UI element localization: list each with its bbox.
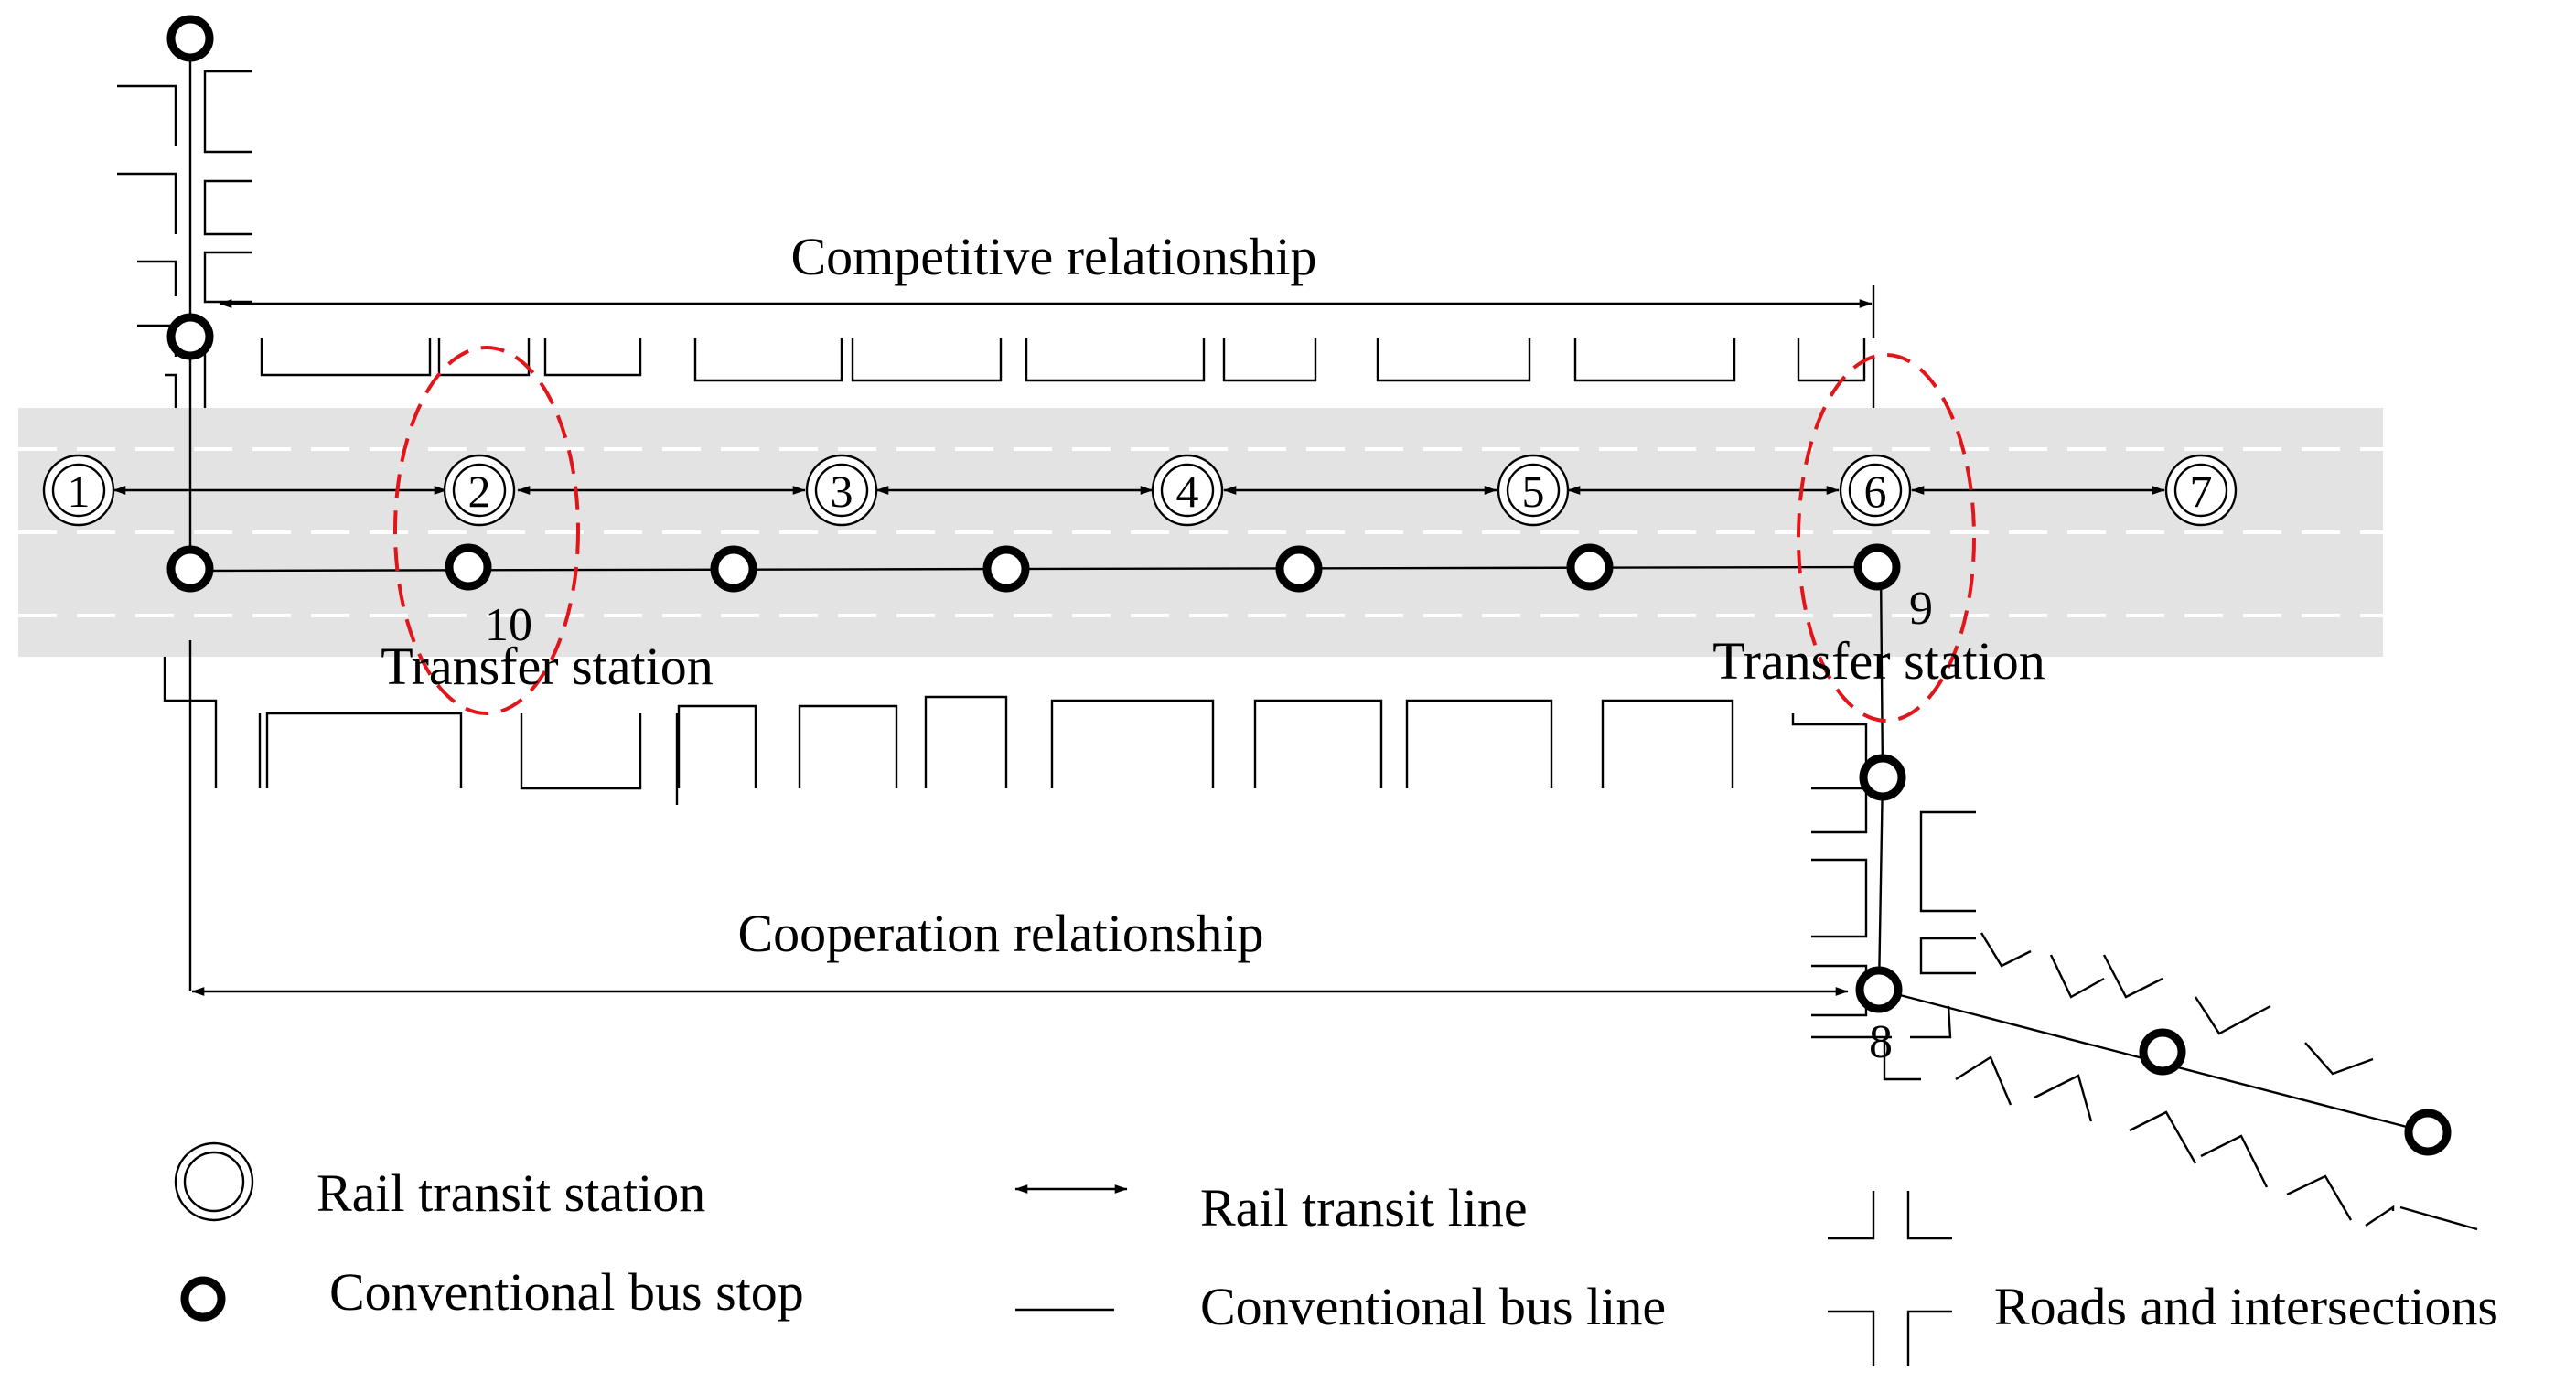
rail-station-1 <box>42 454 115 527</box>
rail-station-numbers: 1 2 3 4 5 6 7 <box>68 466 2213 517</box>
legend-bus-stop-symbol <box>180 1276 226 1322</box>
bus-stop <box>1859 754 1906 801</box>
legend: Rail transit station Conventional bus st… <box>174 1141 2498 1366</box>
bus-stop <box>445 543 492 591</box>
transfer-station-label-right: Transfer station <box>1712 631 2045 691</box>
bus-line-right-vertical <box>1879 566 1884 777</box>
cooperation-dimension <box>188 640 1849 996</box>
lane-markings <box>18 447 2383 617</box>
bus-stop <box>166 15 214 62</box>
rail-station-3-number: 3 <box>831 466 853 517</box>
bus-stop <box>710 545 757 593</box>
rail-stations <box>42 454 2238 527</box>
transfer-highlight-right <box>1797 353 1976 723</box>
transfer-highlight-left <box>393 346 580 715</box>
bus-stop <box>2404 1109 2452 1156</box>
rail-station-3 <box>805 454 878 527</box>
rail-station-4 <box>1151 454 1224 527</box>
rail-station-7 <box>2164 454 2238 527</box>
rail-station-5 <box>1497 454 1570 527</box>
bus-stop <box>1566 543 1614 591</box>
bus-stops <box>166 15 2452 1156</box>
bus-stop-number-10: 10 <box>485 599 532 651</box>
bus-stop <box>166 313 214 360</box>
bus-stop-number-8: 8 <box>1869 1016 1893 1068</box>
bus-stop <box>1853 543 1901 591</box>
cooperation-relationship-label: Cooperation relationship <box>737 904 1263 963</box>
bus-stop <box>166 545 214 593</box>
legend-rail-station-label: Rail transit station <box>317 1163 705 1223</box>
legend-roads-symbol <box>1828 1191 1952 1366</box>
rail-station-1-number: 1 <box>68 466 91 517</box>
bus-stop <box>1855 966 1903 1013</box>
legend-rail-station-symbol <box>174 1141 254 1222</box>
rail-station-2 <box>443 454 516 527</box>
rail-station-7-number: 7 <box>2190 466 2213 517</box>
bus-stop <box>1275 545 1323 593</box>
legend-bus-stop-label: Conventional bus stop <box>329 1262 804 1322</box>
competitive-relationship-label: Competitive relationship <box>790 227 1316 286</box>
competitive-dimension <box>219 285 1875 338</box>
bus-stop-number-9: 9 <box>1909 583 1933 635</box>
bus-line-right-vertical-lower <box>1877 775 1884 991</box>
legend-rail-line-label: Rail transit line <box>1200 1178 1528 1237</box>
rail-station-6-number: 6 <box>1864 466 1887 517</box>
transfer-station-label-left: Transfer station <box>381 637 714 696</box>
rail-station-4-number: 4 <box>1176 466 1199 517</box>
bus-stop <box>982 545 1030 593</box>
rail-station-6 <box>1839 454 1912 527</box>
legend-bus-line-label: Conventional bus line <box>1200 1277 1666 1336</box>
rail-station-2-number: 2 <box>468 466 491 517</box>
bus-stop <box>2139 1028 2186 1076</box>
legend-roads-label: Roads and intersections <box>1994 1277 2498 1336</box>
rail-station-5-number: 5 <box>1522 466 1545 517</box>
